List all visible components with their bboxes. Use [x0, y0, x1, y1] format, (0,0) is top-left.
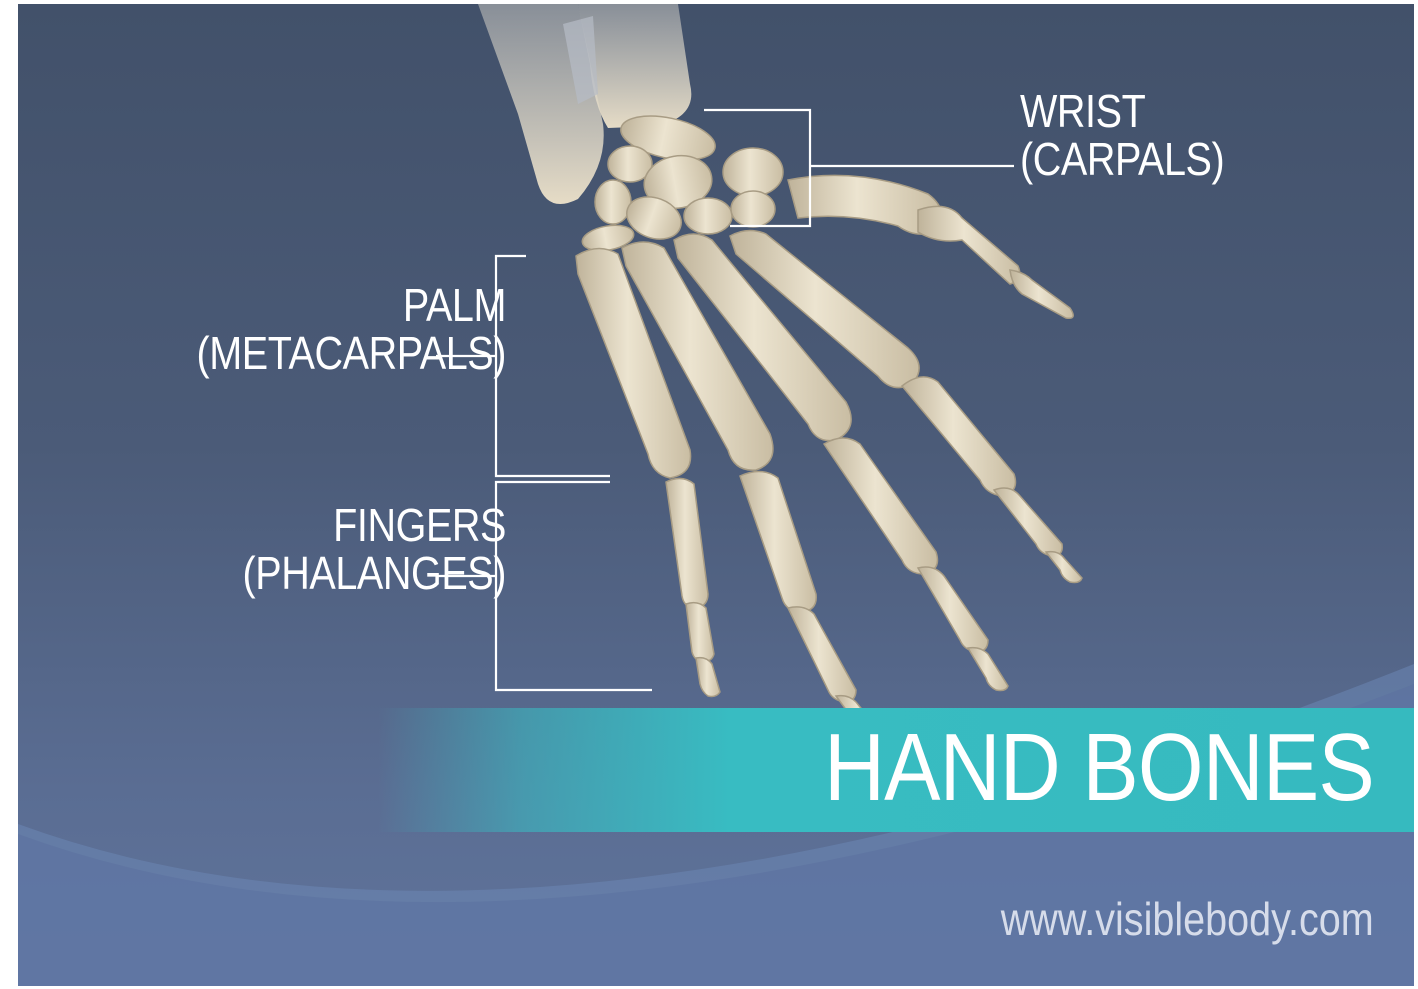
- fingers-bracket: [496, 482, 652, 690]
- wrist-label-line2: (CARPALS): [1020, 136, 1224, 184]
- palm-label-line1: PALM: [121, 282, 506, 330]
- diagram-title: HAND BONES: [824, 720, 1374, 816]
- wrist-label-line1: WRIST: [1020, 88, 1224, 136]
- phalanges-index: [666, 478, 720, 696]
- website-url: www.visiblebody.com: [1001, 896, 1374, 942]
- wrist-label: WRIST (CARPALS): [1020, 88, 1224, 184]
- metacarpal-bones: [576, 230, 919, 478]
- fingers-label: FINGERS (PHALANGES): [121, 502, 506, 598]
- phalanges-middle: [740, 471, 882, 738]
- fingers-label-line2: (PHALANGES): [121, 550, 506, 598]
- palm-label: PALM (METACARPALS): [121, 282, 506, 378]
- fingers-label-line1: FINGERS: [121, 502, 506, 550]
- diagram-canvas: WRIST (CARPALS) PALM (METACARPALS) FINGE…: [18, 4, 1414, 986]
- palm-label-line2: (METACARPALS): [121, 330, 506, 378]
